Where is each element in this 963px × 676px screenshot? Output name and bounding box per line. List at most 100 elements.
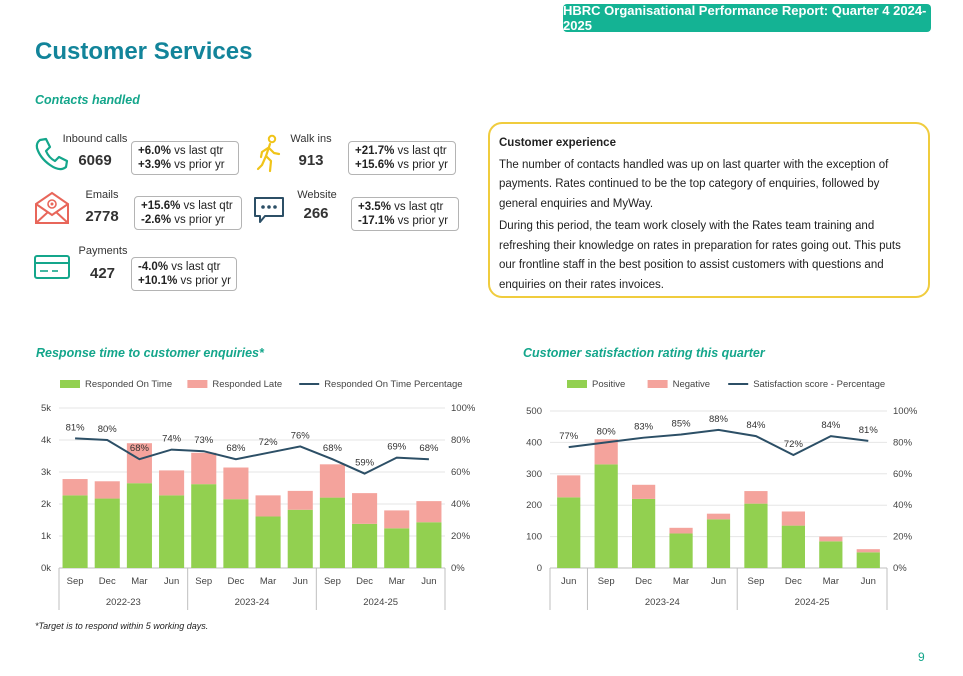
legend-label: Negative: [673, 379, 711, 390]
group-label: 2022-23: [106, 597, 141, 608]
phone-icon: [32, 134, 72, 179]
y-tick-label: 500: [526, 406, 542, 417]
inbound-calls-label: Inbound calls: [62, 133, 128, 145]
bar-responded-on-time: [352, 523, 378, 568]
bar-responded-late: [352, 493, 378, 524]
data-label: 68%: [419, 443, 439, 454]
chat-bubble-icon: [252, 194, 286, 231]
bar-responded-late: [191, 452, 217, 485]
bar-negative: [632, 484, 656, 499]
bar-positive: [706, 519, 731, 568]
bar-responded-late: [62, 479, 88, 496]
group-label: 2023-24: [645, 597, 680, 608]
legend-label: Satisfaction score - Percentage: [753, 379, 885, 390]
walk-ins-label: Walk ins: [290, 133, 332, 145]
payments-change: -4.0% vs last qtr +10.1% vs prior yr: [131, 257, 237, 291]
x-tick-label: Sep: [598, 576, 615, 587]
emails-label: Emails: [85, 189, 119, 201]
y-tick-label: 100: [526, 532, 542, 543]
bar-positive: [781, 525, 805, 568]
y-tick-label: 1k: [41, 531, 51, 542]
bar-responded-on-time: [191, 484, 217, 568]
bar-positive: [632, 498, 656, 568]
report-title-badge: HBRC Organisational Performance Report: …: [563, 3, 931, 33]
website-change: +3.5% vs last qtr -17.1% vs prior yr: [351, 197, 459, 231]
bar-responded-late: [223, 467, 249, 500]
x-tick-label: Dec: [227, 576, 244, 587]
legend-label: Positive: [592, 379, 625, 390]
x-tick-label: Dec: [99, 576, 116, 587]
group-label: 2024-25: [363, 597, 398, 608]
emails-change: +15.6% vs last qtr -2.6% vs prior yr: [134, 196, 242, 230]
y2-tick-label: 100%: [451, 403, 476, 414]
footnote: *Target is to respond within 5 working d…: [35, 621, 209, 631]
data-label: 77%: [559, 431, 579, 442]
bar-responded-late: [384, 510, 410, 529]
bar-responded-late: [319, 464, 345, 498]
bar-negative: [669, 527, 693, 534]
data-label: 80%: [597, 426, 617, 437]
payments-label: Payments: [78, 245, 128, 257]
bar-responded-late: [94, 481, 120, 499]
legend-swatch-bar: [567, 380, 587, 388]
website-label: Website: [297, 189, 337, 201]
x-tick-label: Sep: [67, 576, 84, 587]
x-tick-label: Mar: [823, 576, 839, 587]
data-label: 83%: [634, 422, 654, 433]
x-tick-label: Jun: [861, 576, 876, 587]
x-tick-label: Jun: [293, 576, 308, 587]
bar-responded-on-time: [126, 483, 152, 568]
x-tick-label: Jun: [164, 576, 179, 587]
email-icon: [32, 190, 72, 231]
contacts-section-title: Contacts handled: [35, 93, 140, 107]
x-tick-label: Mar: [389, 576, 405, 587]
y2-tick-label: 60%: [893, 469, 913, 480]
data-label: 84%: [821, 420, 841, 431]
legend-label: Responded Late: [212, 379, 282, 390]
y-tick-label: 200: [526, 500, 542, 511]
data-label: 84%: [746, 420, 766, 431]
bar-responded-on-time: [159, 495, 185, 568]
bar-responded-on-time: [319, 497, 345, 568]
y-tick-label: 2k: [41, 499, 51, 510]
y2-tick-label: 20%: [893, 532, 913, 543]
response-time-chart-title: Response time to customer enquiries*: [36, 346, 264, 360]
bar-responded-on-time: [384, 528, 410, 568]
legend-label: Responded On Time Percentage: [324, 379, 462, 390]
y-tick-label: 400: [526, 437, 542, 448]
x-tick-label: Jun: [561, 576, 576, 587]
y-tick-label: 4k: [41, 435, 51, 446]
y2-tick-label: 0%: [451, 563, 465, 574]
customer-experience-paragraph-1: The number of contacts handled was up on…: [499, 158, 889, 210]
legend-label: Responded On Time: [85, 379, 172, 390]
x-tick-label: Jun: [421, 576, 436, 587]
bar-responded-late: [255, 495, 281, 517]
data-label: 59%: [355, 458, 375, 469]
bar-responded-on-time: [416, 522, 442, 568]
data-label: 81%: [66, 422, 86, 433]
x-tick-label: Sep: [195, 576, 212, 587]
y2-tick-label: 60%: [451, 467, 471, 478]
x-tick-label: Jun: [711, 576, 726, 587]
walk-ins-change: +21.7% vs last qtr +15.6% vs prior yr: [348, 141, 456, 175]
y-tick-label: 5k: [41, 403, 51, 414]
page-number: 9: [918, 650, 925, 664]
customer-experience-title: Customer experience: [499, 137, 616, 149]
x-tick-label: Sep: [324, 576, 341, 587]
bar-negative: [781, 511, 805, 526]
y2-tick-label: 0%: [893, 563, 907, 574]
data-label: 72%: [784, 439, 804, 450]
emails-value: 2778: [85, 208, 119, 225]
data-label: 69%: [387, 442, 407, 453]
bar-responded-on-time: [287, 509, 313, 568]
x-tick-label: Dec: [635, 576, 652, 587]
bar-negative: [819, 536, 843, 542]
website-value: 266: [303, 205, 329, 222]
customer-experience-paragraph-2: During this period, the team work closel…: [499, 220, 901, 291]
walk-ins-value: 913: [298, 152, 324, 169]
bar-negative: [557, 475, 581, 498]
bar-responded-late: [287, 490, 313, 510]
response-time-chart: Responded On Time Responded Late Responded…: [41, 379, 476, 610]
line-series: [568, 428, 869, 457]
bar-responded-on-time: [94, 498, 120, 568]
